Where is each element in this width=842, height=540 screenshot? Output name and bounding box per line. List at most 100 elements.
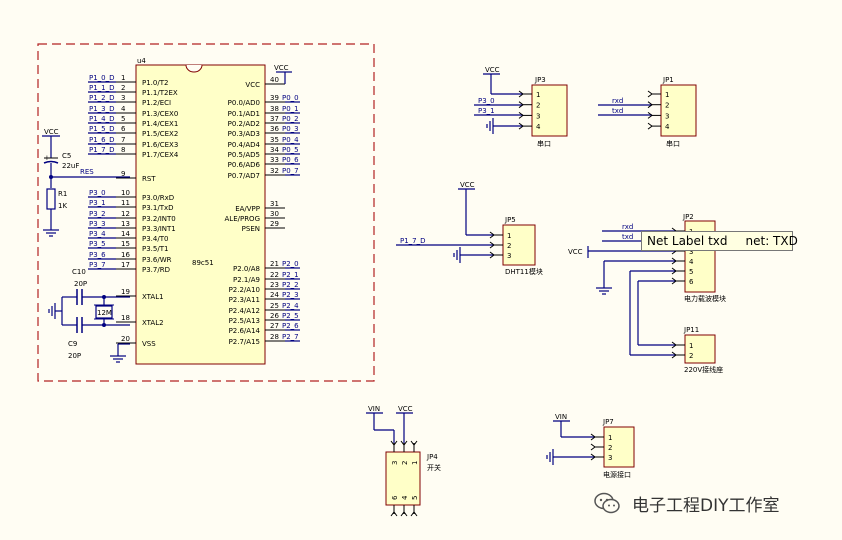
mcu-u4[interactable]: u4 89c51 1P1.0/T2P1_0_D2P1.1/T2EXP1_1_D3… — [88, 57, 300, 365]
pin-2[interactable]: 2 — [590, 443, 612, 452]
pin-5[interactable]: 5 — [671, 267, 693, 276]
pin-4[interactable]: 4 — [647, 122, 670, 131]
pin-number: 1 — [411, 461, 419, 465]
u4-pin-name: XTAL2 — [142, 319, 164, 327]
jp4-pin-4[interactable]: 4 — [400, 495, 409, 517]
r1-resistor[interactable] — [46, 188, 56, 210]
u4-net-label: P2_1 — [282, 271, 299, 279]
c9-value: 20P — [68, 352, 81, 360]
u4-pin-name: P3.5/T1 — [142, 245, 168, 253]
u4-pin-name: RST — [142, 175, 156, 183]
jp2-designator: JP2 — [682, 213, 694, 221]
svg-text:+: + — [44, 154, 50, 162]
u4-pin-number: 17 — [121, 261, 130, 269]
pin-3[interactable]: 3 — [590, 453, 612, 462]
jp3-net-2: P3_1 — [478, 107, 495, 115]
pin-number: 4 — [665, 123, 670, 131]
u4-pin-number: 25 — [270, 302, 279, 310]
crystal-circuit[interactable]: C10 20P C9 20P 12M — [48, 268, 130, 363]
pin-1[interactable]: 1 — [671, 341, 693, 350]
pin-3[interactable]: 3 — [518, 112, 540, 120]
pin-3[interactable]: 3 — [489, 251, 511, 260]
pin-1[interactable]: 1 — [518, 90, 540, 99]
pin-4[interactable]: 4 — [518, 122, 541, 131]
crystal-12m[interactable] — [95, 305, 113, 319]
pin-4[interactable]: 4 — [671, 257, 694, 266]
pin-2[interactable]: 2 — [647, 101, 669, 110]
pin-6[interactable]: 6 — [671, 277, 694, 286]
pin-2[interactable]: 2 — [489, 241, 511, 250]
u4-pin-name: PSEN — [242, 225, 260, 233]
jp4-pin-1[interactable]: 1 — [410, 440, 419, 465]
u4-vcc-label: VCC — [274, 64, 289, 72]
u4-pin-name: P1.2/ECI — [142, 99, 171, 107]
pin-2[interactable]: 2 — [518, 101, 540, 110]
connector-jp7[interactable]: JP7 电源接口 VIN 123 — [546, 413, 635, 479]
pin-number: 3 — [391, 461, 399, 465]
u4-pin-number: 33 — [270, 156, 279, 164]
jp4-pin-6[interactable]: 6 — [390, 495, 399, 517]
reset-circuit[interactable]: VCC + C5 22uF RES R1 1K — [42, 128, 130, 237]
connector-jp11[interactable]: JP11 220V接线座 12 — [630, 326, 723, 374]
u4-net-label: P3_7 — [89, 261, 106, 269]
jp4-pin-5[interactable]: 5 — [410, 496, 419, 517]
pin-2[interactable]: 2 — [671, 351, 693, 360]
jp5-name: DHT11模块 — [505, 267, 543, 276]
pin-3[interactable]: 3 — [647, 112, 669, 120]
pin-1[interactable]: 1 — [590, 433, 612, 442]
connector-jp5[interactable]: JP5 DHT11模块 VCC P1_7_D 123 — [396, 181, 543, 276]
jp4-pin-2[interactable]: 2 — [400, 440, 409, 465]
pin-1[interactable]: 1 — [647, 90, 669, 99]
u4-pin-name: P2.2/A10 — [229, 286, 260, 294]
mcu-section-frame — [37, 43, 375, 382]
u4-pin-number: 29 — [270, 220, 279, 228]
jp4-pin-3[interactable]: 3 — [390, 440, 399, 465]
pin-1[interactable]: 1 — [489, 231, 511, 240]
